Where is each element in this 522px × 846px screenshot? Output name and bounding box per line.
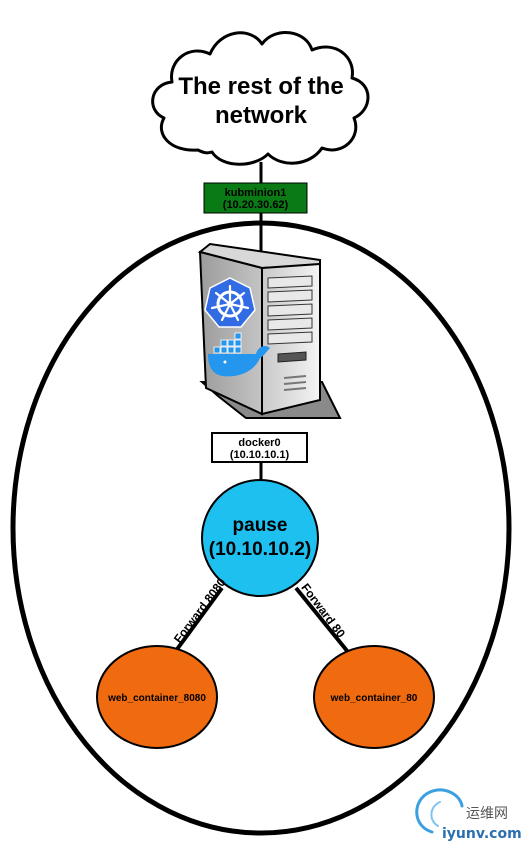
cloud-icon: The rest of the network [151,31,370,166]
cloud-label-line2: network [215,102,308,129]
link-label-forward-80: Forward 80 [298,581,348,641]
web-container-80: web_container_80 [313,645,435,749]
bridge-docker0: docker0 (10.10.10.1) [211,432,308,463]
pause-container: pause (10.10.10.2) [201,479,319,597]
watermark-url: iyunv.com [442,826,522,842]
link-forward-80 [294,586,350,654]
bridge-name: docker0 [238,437,280,449]
web-container-80-label: web_container_80 [330,693,418,704]
host-nic-name: kubminion1 [225,187,287,199]
watermark-cn: 运维网 [466,806,508,822]
web-container-8080: web_container_8080 [96,645,218,749]
host-nic: kubminion1 (10.20.30.62) [203,182,308,214]
link-forward-8080 [173,586,224,654]
watermark: 运维网 iyunv.com [415,788,522,842]
server-icon [197,242,342,419]
bridge-ip: (10.10.10.1) [230,449,290,461]
pause-ip: (10.10.10.2) [209,539,311,560]
host-nic-ip: (10.20.30.62) [223,199,289,211]
link-label-forward-8080: Forward 8080 [171,575,229,645]
pause-name: pause [233,515,288,536]
kubernetes-icon [204,277,256,328]
web-container-8080-label: web_container_8080 [107,693,206,704]
docker-icon [208,332,270,377]
cloud-label-line1: The rest of the [178,73,343,100]
